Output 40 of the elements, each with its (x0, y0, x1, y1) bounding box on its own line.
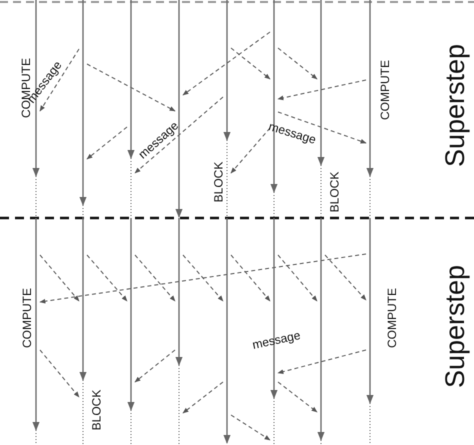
message-arrow (324, 254, 366, 300)
message-arrow (278, 382, 318, 412)
process-timeline (223, 0, 231, 445)
phase-label: Superstep (442, 264, 469, 388)
state-label: COMPUTE (20, 58, 32, 118)
message-arrow (182, 32, 270, 96)
message-arrow (278, 48, 318, 80)
message-arrow (40, 254, 80, 302)
message-arrow (134, 96, 224, 174)
message-arrow (86, 64, 176, 112)
message-arrow (39, 254, 366, 304)
process-timeline (79, 0, 87, 445)
state-label: COMPUTE (379, 60, 391, 120)
message-arrow (277, 350, 366, 374)
message-arrow (278, 112, 367, 144)
message-arrow (134, 254, 176, 302)
message-arrow (86, 126, 128, 160)
edge-label: message (250, 329, 301, 351)
state-label: COMPUTE (21, 288, 33, 348)
state-label: BLOCK (90, 390, 102, 430)
message-arrow (230, 414, 270, 440)
message-arrow (230, 128, 270, 174)
message-arrow (40, 48, 80, 112)
process-timeline (127, 0, 135, 445)
message-arrow (182, 254, 224, 302)
phase-label: Superstep (442, 43, 469, 167)
state-label: COMPUTE (386, 288, 398, 348)
process-timeline (366, 0, 374, 445)
edge-label: message (266, 120, 317, 146)
message-arrow (278, 254, 318, 302)
state-label: BLOCK (212, 162, 224, 202)
message-arrow (86, 254, 128, 302)
process-timeline (317, 0, 325, 445)
message-arrow (134, 350, 176, 382)
message-arrow (182, 382, 224, 414)
message-arrow (230, 254, 270, 302)
message-arrow (40, 350, 80, 398)
message-arrow (230, 48, 270, 80)
state-label: BLOCK (328, 172, 340, 212)
message-arrow (277, 80, 366, 100)
